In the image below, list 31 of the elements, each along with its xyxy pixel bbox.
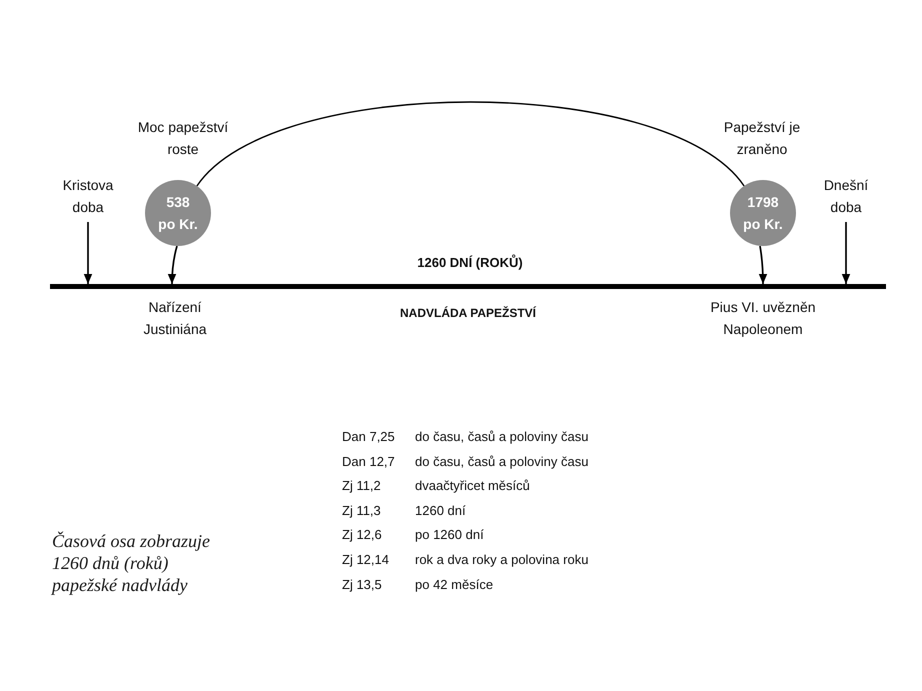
period-text: po 1260 dní [415,526,484,544]
arrow [84,222,92,284]
period-title: NADVLÁDA PAPEŽSTVÍ [398,305,538,322]
bible-reference: Zj 12,6 [342,526,382,544]
era-label: Dnešní doba [814,174,878,218]
bible-reference: Zj 12,14 [342,551,389,569]
period-text: dvaačtyřicet měsíců [415,477,530,496]
period-text: do času, časů a poloviny času [415,428,588,446]
event-caption: Papežství je zraněno [722,118,802,159]
arrow [842,222,850,284]
event-label: Nařízení Justiniána [142,298,208,339]
event-label: Pius VI. uvězněn Napoleonem [709,298,817,339]
bible-reference: Zj 11,2 [342,477,381,496]
period-text: do času, časů a poloviny času [415,452,588,471]
date-circle: 538 po Kr. [145,180,211,246]
bible-reference: Zj 13,5 [342,576,382,594]
era-label: Kristova doba [52,174,124,218]
arrow [758,246,768,284]
timeline-axis [50,284,886,289]
event-caption: Moc papežství roste [136,118,230,159]
span-label: 1260 DNÍ (ROKŮ) [416,254,524,272]
caption: Časová osa zobrazuje 1260 dnů (roků) papežské nadvlády [52,530,212,596]
bible-reference: Zj 11,3 [342,502,381,520]
date-circle: 1798 po Kr. [730,180,796,246]
period-text: po 42 měsíce [415,576,494,594]
period-text: rok a dva roky a polovina roku [415,551,588,569]
period-text: 1260 dní [415,502,466,520]
bible-reference: Dan 7,25 [342,428,395,446]
arc-connector [196,101,745,186]
bible-reference: Dan 12,7 [342,452,395,471]
arrow [168,246,178,284]
